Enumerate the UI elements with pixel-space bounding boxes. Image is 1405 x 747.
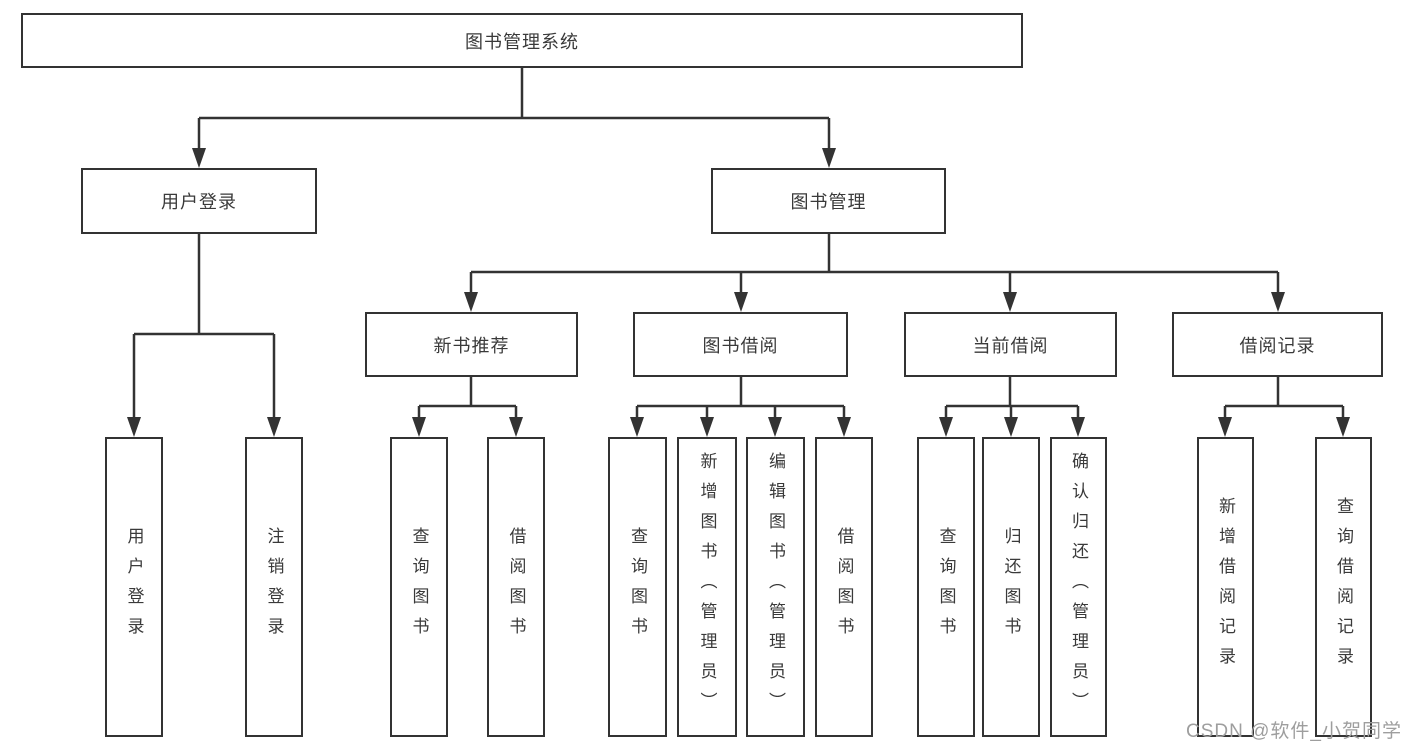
node-leaf-logout: 注销登录 [245,437,303,737]
node-leaf-query-borrow-record: 查询借阅记录 [1315,437,1372,737]
node-leaf-query-books-rec: 查询图书 [390,437,448,737]
connector-user-login [132,234,276,421]
node-leaf-borrow-books-rec: 借阅图书 [487,437,545,737]
node-current-borrow: 当前借阅 [904,312,1117,377]
csdn-watermark: CSDN @软件_小贺同学 [1186,721,1402,742]
node-new-book-recommend: 新书推荐 [365,312,578,377]
connector-root [197,68,831,152]
node-leaf-return-books: 归还图书 [982,437,1040,737]
connector-current-borrow [944,377,1080,421]
node-leaf-add-books-admin: 新增图书（管理员） [677,437,737,737]
node-book-borrow: 图书借阅 [633,312,848,377]
node-leaf-add-borrow-record: 新增借阅记录 [1197,437,1254,737]
connector-book-mgmt [469,234,1280,296]
node-leaf-query-books-borrow: 查询图书 [608,437,667,737]
node-root: 图书管理系统 [21,13,1023,68]
connector-borrow-records [1223,377,1345,421]
arrowheads [127,148,1350,437]
connector-book-borrow [635,377,846,421]
node-book-management: 图书管理 [711,168,946,234]
node-leaf-query-books-current: 查询图书 [917,437,975,737]
node-leaf-confirm-return-admin: 确认归还（管理员） [1050,437,1107,737]
connector-new-book-rec [417,377,518,421]
node-leaf-edit-books-admin: 编辑图书（管理员） [746,437,805,737]
node-user-login: 用户登录 [81,168,317,234]
node-leaf-borrow-books: 借阅图书 [815,437,873,737]
node-leaf-user-login: 用户登录 [105,437,163,737]
node-borrow-records: 借阅记录 [1172,312,1383,377]
